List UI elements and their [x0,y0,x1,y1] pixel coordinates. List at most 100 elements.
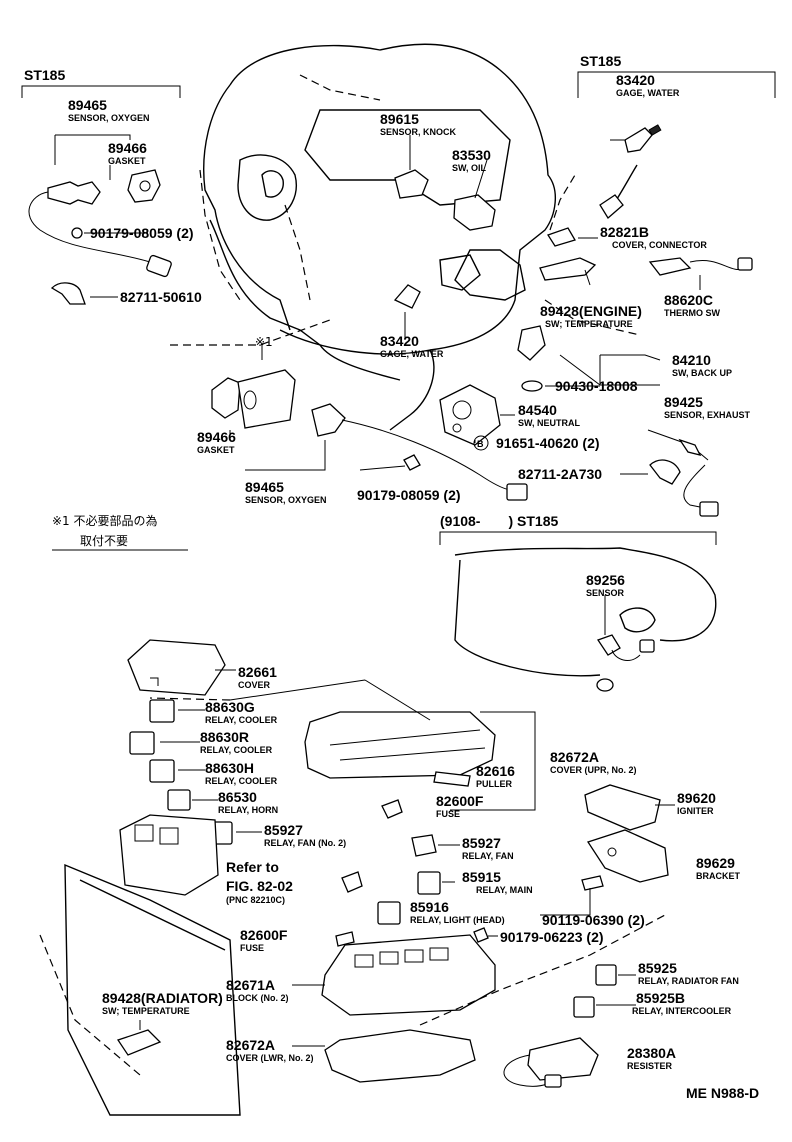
part-desc: SENSOR, EXHAUST [664,410,751,420]
part-desc: RELAY, COOLER [205,715,278,725]
part-desc: FUSE [436,809,460,819]
part-number: 82672A [550,749,599,765]
part-desc: RELAY, HORN [218,805,278,815]
part-number: 89465 [68,97,107,113]
part-number: 85915 [462,869,501,885]
note-line-1: ※1 不必要部品の為 [52,513,158,528]
note-marker: ※1 [255,335,273,349]
part-desc: RELAY, MAIN [476,885,533,895]
part-desc: RELAY, INTERCOOLER [632,1006,732,1016]
refer-line-2: FIG. 82-02 [226,878,293,894]
part-number: 90179-08059 (2) [357,487,461,503]
part-desc: SW, NEUTRAL [518,418,581,428]
part-number: 89256 [586,572,625,588]
part-desc: COVER [238,680,271,690]
part-desc: COVER (UPR, No. 2) [550,765,637,775]
part-number: 90179-06223 (2) [500,929,604,945]
part-desc: SENSOR [586,588,625,598]
part-desc: COVER, CONNECTOR [612,240,707,250]
part-desc: GASKET [197,445,235,455]
part-number: 82616 [476,763,515,779]
part-desc: BRACKET [696,871,741,881]
part-number: 89428(RADIATOR) [102,990,223,1006]
labels: ST185 ST185 (9108- ) ST185 89465 SENSOR,… [24,53,759,1101]
part-number: 89466 [108,140,147,156]
part-number: 89428(ENGINE) [540,303,642,319]
part-number: 84540 [518,402,557,418]
part-number: 85916 [410,899,449,915]
part-desc: RELAY, RADIATOR FAN [638,976,739,986]
note-line-2: 取付不要 [80,534,128,548]
part-desc: COVER (LWR, No. 2) [226,1053,314,1063]
footer-code: ME N988-D [686,1085,759,1101]
part-number: 88630H [205,760,254,776]
part-number: 88630G [205,699,255,715]
part-number: 82711-2A730 [518,466,602,482]
part-desc: PULLER [476,779,513,789]
part-number: 82711-50610 [120,289,202,305]
part-number: 88630R [200,729,249,745]
part-desc: SW; TEMPERATURE [545,319,633,329]
part-number: 82600F [240,927,288,943]
part-number: 85925 [638,960,677,976]
part-number: 89465 [245,479,284,495]
relay-region [39,639,675,1116]
part-number: 85925B [636,990,685,1006]
part-desc: SENSOR, KNOCK [380,127,457,137]
part-desc: SW, OIL [452,163,487,173]
part-number: 89620 [677,790,716,806]
part-number: 91651-40620 (2) [496,435,600,451]
part-desc: SW, BACK UP [672,368,732,378]
top-right-group [577,71,776,219]
part-desc: IGNITER [677,806,714,816]
part-number: 83420 [380,333,419,349]
part-desc: SENSOR, OXYGEN [68,113,150,123]
mid-left-group [170,319,528,501]
header-top-right: ST185 [580,53,621,69]
part-desc: FUSE [240,943,264,953]
engine-outline [199,43,641,431]
part-desc: RELAY, COOLER [200,745,273,755]
part-number: 86530 [218,789,257,805]
part-number: 90119-06390 (2) [542,912,645,928]
mid-right-group [439,531,717,692]
part-number: 89466 [197,429,236,445]
part-desc: BLOCK (No. 2) [226,993,289,1003]
part-number: 89425 [664,394,703,410]
part-desc: RELAY, LIGHT (HEAD) [410,915,505,925]
part-desc: GAGE, WATER [380,349,444,359]
header-top-left: ST185 [24,67,65,83]
part-desc: SENSOR, OXYGEN [245,495,327,505]
part-number: 82671A [226,977,275,993]
part-number: 83420 [616,72,655,88]
part-desc: THERMO SW [664,308,721,318]
circle-marker-b: B [477,439,484,449]
part-number: 89615 [380,111,419,127]
part-number: 90430-18008 [555,378,638,394]
part-number: 28380A [627,1045,676,1061]
refer-line-3: (PNC 82210C) [226,895,285,905]
part-number: 82661 [238,664,277,680]
part-number: 85927 [462,835,501,851]
part-number: 90179-08059 (2) [90,225,194,241]
part-number: 82821B [600,224,649,240]
part-number: 89629 [696,855,735,871]
part-number: 82600F [436,793,484,809]
refer-line-1: Refer to [226,859,279,875]
part-number: 85927 [264,822,303,838]
part-desc: GASKET [108,156,146,166]
part-desc: RELAY, COOLER [205,776,278,786]
part-desc: RESISTER [627,1061,673,1071]
part-number: 84210 [672,352,711,368]
part-desc: RELAY, FAN [462,851,514,861]
part-desc: RELAY, FAN (No. 2) [264,838,346,848]
engine-parts [393,135,753,517]
part-number: 83530 [452,147,491,163]
part-desc: SW; TEMPERATURE [102,1006,190,1016]
top-left-group [21,85,181,305]
header-mid-right: (9108- ) ST185 [440,513,558,529]
part-number: 88620C [664,292,713,308]
part-desc: GAGE, WATER [616,88,680,98]
part-number: 82672A [226,1037,275,1053]
